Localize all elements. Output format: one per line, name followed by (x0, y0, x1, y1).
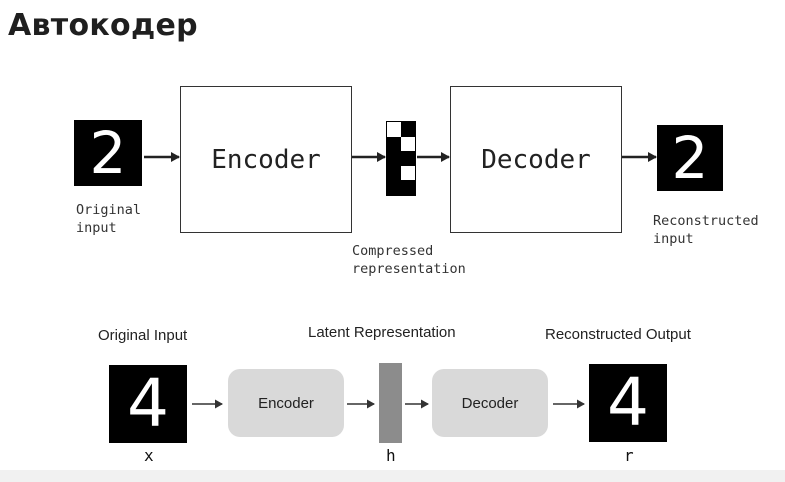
code-cell (387, 180, 401, 195)
latent-representation-heading: Latent Representation (308, 324, 456, 341)
output-caption-line2: input (653, 231, 694, 247)
code-cell (401, 136, 415, 152)
decoder-label: Decoder (481, 144, 591, 175)
output-digit-4-image: 4 (589, 364, 667, 442)
h-symbol: h (386, 446, 396, 465)
code-caption-line2: representation (352, 261, 466, 277)
code-cell (387, 136, 401, 152)
input-digit-image: 2 (74, 120, 142, 186)
r-symbol: r (624, 446, 634, 465)
encoder-block-label: Encoder (258, 394, 314, 412)
x-symbol: x (144, 446, 154, 465)
output-digit-image: 2 (657, 125, 723, 191)
encoder-box: Encoder (180, 86, 352, 233)
input-caption-line2: input (76, 220, 117, 236)
input-caption-line1: Original (76, 202, 142, 218)
code-cell (387, 165, 401, 181)
code-caption-line1: Compressed (352, 243, 434, 259)
encoder-label: Encoder (211, 144, 321, 175)
code-cell (401, 122, 415, 137)
decoder-box: Decoder (450, 86, 622, 233)
code-cell (387, 151, 401, 166)
output-caption-line1: Reconstructed (653, 213, 759, 229)
code-cell (387, 122, 401, 137)
input-digit-4-image: 4 (109, 365, 187, 443)
code-cell (401, 151, 415, 166)
encoder-block: Encoder (228, 369, 344, 437)
compressed-code-vector (386, 121, 416, 196)
output-caption: Reconstructed input (653, 212, 759, 248)
original-input-heading: Original Input (98, 327, 188, 344)
latent-vector-bar (379, 363, 402, 443)
bottom-strip (0, 470, 785, 482)
reconstructed-output-heading: Reconstructed Output (545, 326, 691, 343)
input-caption: Original input (76, 201, 141, 237)
code-cell (401, 180, 415, 195)
code-caption: Compressed representation (352, 242, 466, 278)
slide-title: Автокодер (8, 8, 198, 43)
code-cell (401, 165, 415, 181)
decoder-block: Decoder (432, 369, 548, 437)
decoder-block-label: Decoder (461, 394, 519, 412)
